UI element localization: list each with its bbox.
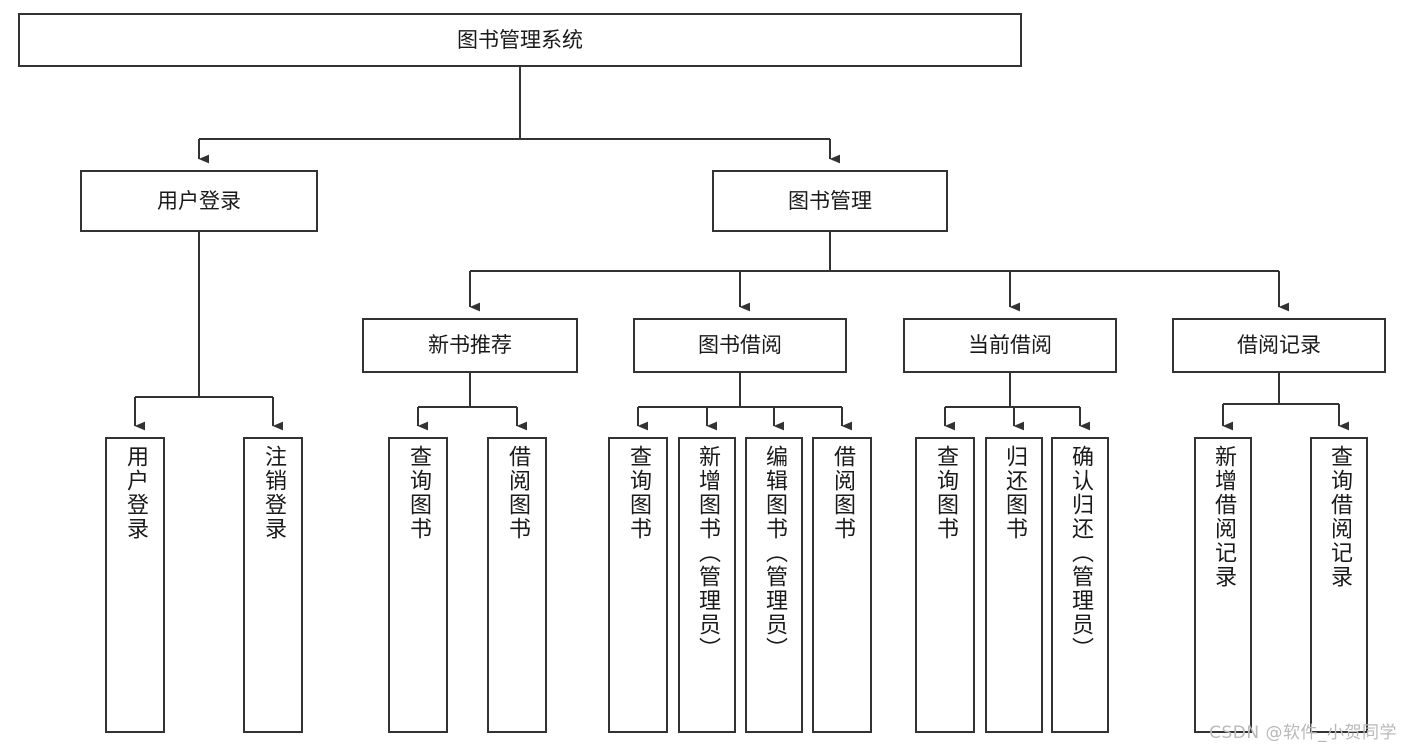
node-label: 图书管理: [788, 188, 872, 213]
node-label: 用户登录: [123, 445, 148, 541]
node-label: 注销登录: [261, 445, 286, 541]
node-leaf-3[interactable]: 查询图书: [388, 437, 448, 733]
node-leaf-11[interactable]: 确认归还（管理员）: [1051, 437, 1109, 733]
watermark: CSDN @软件_小贺同学: [1209, 723, 1397, 743]
node-label: 借阅图书: [505, 445, 530, 541]
node-label: 查询借阅记录: [1327, 445, 1352, 589]
node-leaf-10[interactable]: 归还图书: [985, 437, 1043, 733]
node-leaf-5[interactable]: 查询图书: [608, 437, 668, 733]
node-label: 新书推荐: [428, 333, 512, 358]
node-newbook[interactable]: 新书推荐: [362, 318, 578, 373]
node-leaf-13[interactable]: 查询借阅记录: [1310, 437, 1368, 733]
node-label: 图书借阅: [698, 333, 782, 358]
node-label: 用户登录: [157, 188, 241, 213]
node-leaf-12[interactable]: 新增借阅记录: [1194, 437, 1252, 733]
node-leaf-8[interactable]: 借阅图书: [812, 437, 872, 733]
node-label: 当前借阅: [968, 333, 1052, 358]
node-label: 确认归还（管理员）: [1068, 445, 1093, 661]
node-label: 借阅记录: [1237, 333, 1321, 358]
node-root[interactable]: 图书管理系统: [18, 13, 1022, 67]
node-label: 查询图书: [406, 445, 431, 541]
node-leaf-4[interactable]: 借阅图书: [487, 437, 547, 733]
node-label: 查询图书: [626, 445, 651, 541]
node-leaf-1[interactable]: 用户登录: [105, 437, 165, 733]
node-login[interactable]: 用户登录: [80, 170, 318, 232]
node-leaf-7[interactable]: 编辑图书（管理员）: [745, 437, 803, 733]
node-current[interactable]: 当前借阅: [903, 318, 1117, 373]
node-borrow[interactable]: 图书借阅: [633, 318, 847, 373]
node-leaf-6[interactable]: 新增图书（管理员）: [678, 437, 736, 733]
node-label: 查询图书: [933, 445, 958, 541]
node-leaf-2[interactable]: 注销登录: [243, 437, 303, 733]
node-label: 图书管理系统: [457, 27, 583, 52]
node-bookmgmt[interactable]: 图书管理: [712, 170, 948, 232]
node-label: 归还图书: [1002, 445, 1027, 541]
node-label: 借阅图书: [830, 445, 855, 541]
node-label: 新增图书（管理员）: [695, 445, 720, 661]
node-label: 新增借阅记录: [1211, 445, 1236, 589]
node-records[interactable]: 借阅记录: [1172, 318, 1386, 373]
node-label: 编辑图书（管理员）: [762, 445, 787, 661]
node-leaf-9[interactable]: 查询图书: [915, 437, 975, 733]
